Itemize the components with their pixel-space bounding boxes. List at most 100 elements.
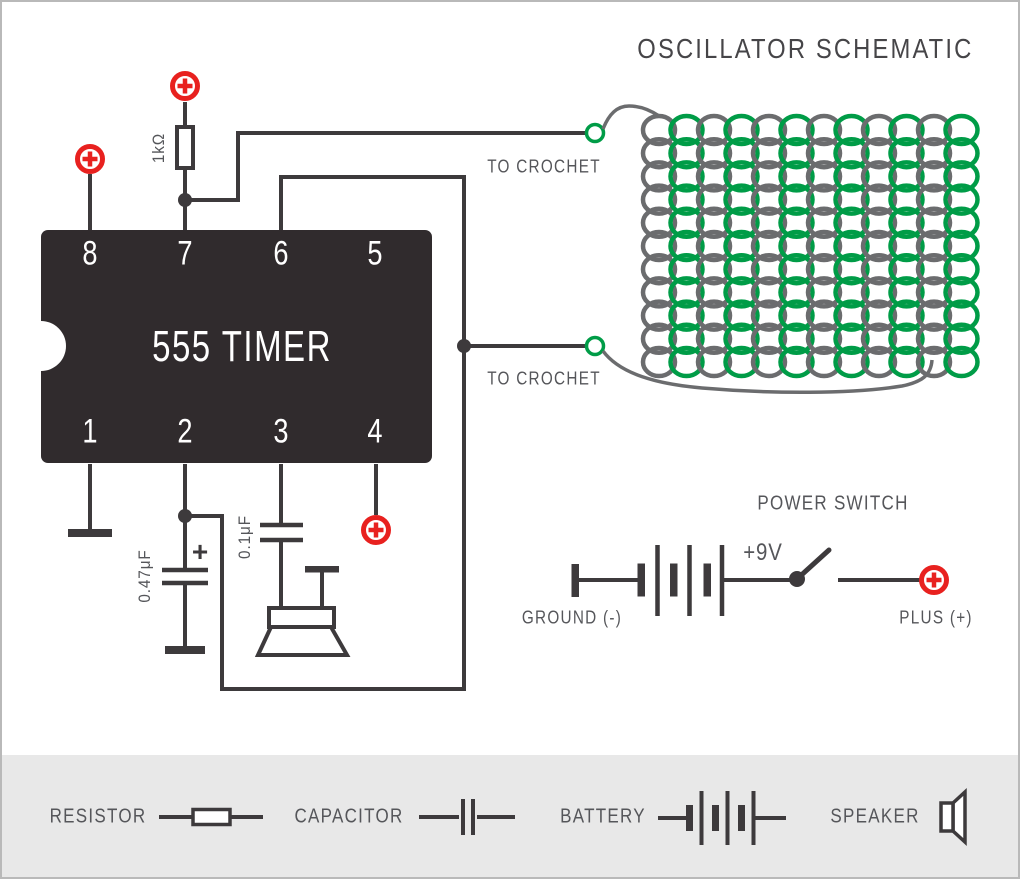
plus-icon-resistor: [170, 71, 200, 101]
legend-label-resistor: RESISTOR: [49, 805, 147, 828]
crochet-loop: [750, 206, 788, 240]
crochet-loop: [640, 136, 678, 170]
crochet-loop: [833, 113, 870, 147]
ic-pin-2: 2: [177, 412, 193, 451]
legend-battery-symbol: [658, 791, 786, 845]
crochet-loop: [695, 345, 733, 379]
crochet-loop: [778, 322, 815, 356]
legend-label-speaker: SPEAKER: [830, 805, 920, 828]
crochet-loop: [943, 183, 980, 216]
crochet-loop: [668, 183, 705, 216]
crochet-loop: [860, 206, 898, 240]
crochet-loop: [915, 229, 953, 263]
crochet-loop: [833, 252, 870, 286]
power-plus-icons: [75, 71, 949, 595]
crochet-loop: [805, 160, 843, 193]
ic-555-body: [41, 230, 432, 463]
battery-symbol-main: [571, 545, 725, 616]
crochet-loop: [805, 183, 843, 216]
crochet-terminal-bottom: [584, 335, 606, 357]
crochet-loop: [778, 206, 815, 240]
crochet-loop: [860, 160, 898, 193]
crochet-loop: [695, 206, 733, 240]
crochet-loop: [833, 136, 870, 170]
crochet-loop: [888, 322, 925, 356]
crochet-loop: [723, 206, 760, 240]
capacitor-0_1uf: [260, 522, 303, 543]
crochet-loop: [915, 160, 953, 193]
crochet-loop: [805, 322, 843, 356]
crochet-loop: [833, 183, 870, 216]
crochet-loop: [668, 136, 705, 170]
crochet-loop: [860, 345, 898, 379]
crochet-loop: [750, 299, 788, 332]
crochet-loop: [888, 345, 925, 379]
crochet-loop: [668, 276, 705, 309]
crochet-loop: [915, 136, 953, 170]
plus-icon-pin8: [75, 144, 105, 174]
crochet-loop: [915, 252, 953, 286]
crochet-loop: [750, 322, 788, 356]
cap1-value-label: 0.47μF: [135, 549, 154, 603]
resistor-1k: [175, 125, 195, 170]
crochet-loop: [695, 113, 733, 147]
crochet-loop: [750, 229, 788, 263]
crochet-loop: [723, 113, 760, 147]
crochet-loop: [888, 206, 925, 240]
crochet-loop: [860, 252, 898, 286]
crochet-loop: [640, 276, 678, 309]
ic-pin-6: 6: [273, 234, 289, 273]
crochet-loop: [833, 345, 870, 379]
crochet-loop: [695, 183, 733, 216]
crochet-loop: [640, 345, 678, 379]
crochet-loop: [805, 252, 843, 286]
crochet-loop: [833, 229, 870, 263]
crochet-loop: [943, 299, 980, 332]
page-title: OSCILLATOR SCHEMATIC: [636, 33, 973, 64]
crochet-loop: [695, 252, 733, 286]
crochet-loop: [778, 136, 815, 170]
crochet-loop: [805, 276, 843, 309]
crochet-loop: [888, 160, 925, 193]
legend-capacitor-symbol: [419, 799, 515, 835]
crochet-loop: [695, 276, 733, 309]
ic-pin-8: 8: [82, 234, 98, 273]
crochet-loop: [778, 345, 815, 379]
crochet-loop: [723, 136, 760, 170]
crochet-loop: [778, 299, 815, 332]
crochet-loop: [668, 160, 705, 193]
plus-icon-pin4: [361, 515, 391, 545]
crochet-loop: [750, 136, 788, 170]
crochet-loop: [805, 113, 843, 147]
ic-notch: [41, 321, 66, 371]
crochet-loop: [750, 345, 788, 379]
crochet-loop: [943, 160, 980, 193]
crochet-loop: [888, 113, 925, 147]
crochet-loop: [943, 252, 980, 286]
crochet-loop: [668, 113, 705, 147]
crochet-loop: [915, 322, 953, 356]
crochet-loop: [888, 229, 925, 263]
speaker-symbol-main: [254, 566, 351, 657]
crochet-loop: [640, 322, 678, 356]
crochet-loop: [668, 206, 705, 240]
crochet-loop: [915, 183, 953, 216]
power-switch-symbol: [789, 547, 832, 587]
crochet-loop: [860, 229, 898, 263]
ic-pin-7: 7: [177, 234, 193, 273]
crochet-loop: [943, 113, 980, 147]
crochet-loop: [805, 206, 843, 240]
crochet-loop: [778, 113, 815, 147]
crochet-loop: [723, 322, 760, 356]
crochet-loop: [943, 136, 980, 170]
crochet-loop: [668, 229, 705, 263]
crochet-terminals: [584, 122, 606, 357]
crochet-loop: [723, 229, 760, 263]
crochet-loop: [723, 276, 760, 309]
crochet-loop: [860, 299, 898, 332]
cap2-value-label: 0.1μF: [235, 515, 254, 559]
crochet-loop: [888, 276, 925, 309]
crochet-loop: [943, 322, 980, 356]
crochet-loop: [860, 113, 898, 147]
crochet-terminal-top: [584, 122, 606, 144]
